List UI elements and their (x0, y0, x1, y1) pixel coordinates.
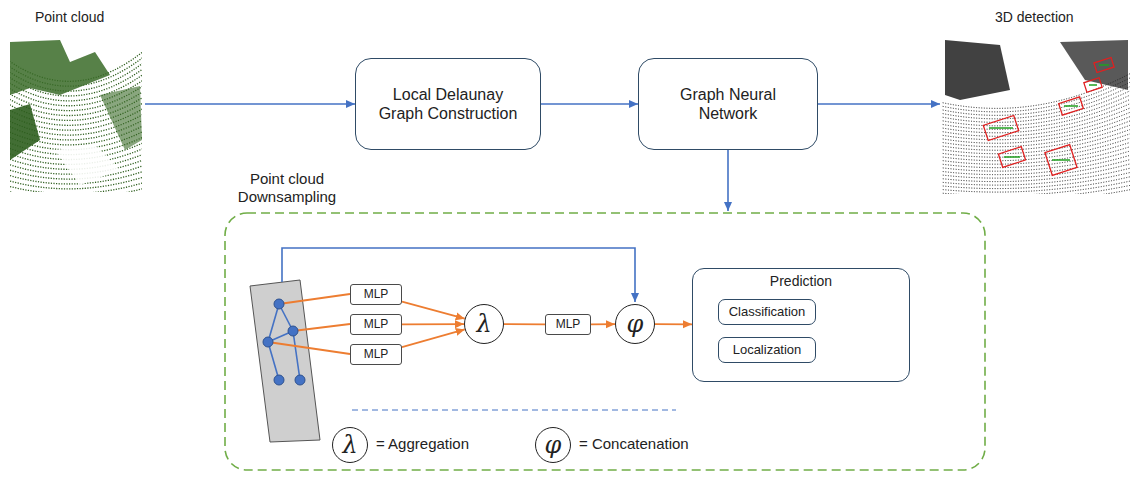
connector (402, 323, 464, 325)
heading-mark (1004, 156, 1020, 158)
connector (655, 323, 692, 325)
node-text: MLP (364, 287, 389, 301)
node-text: MLP (556, 317, 581, 331)
graph-illustration (250, 280, 350, 442)
scan-line (942, 167, 1130, 185)
scan-line (10, 187, 142, 192)
mlp-box: MLP (545, 314, 591, 335)
legend-text: = Aggregation (376, 435, 469, 453)
node-text: φ (545, 433, 562, 457)
edge-label: Point cloud Downsampling (229, 169, 345, 207)
scan-line (942, 189, 1130, 194)
scan-line (942, 128, 1130, 154)
scan-line (942, 132, 1130, 157)
scan-line (942, 180, 1130, 194)
task-box: Localization (718, 337, 816, 363)
legend-separator (352, 410, 676, 411)
scan-line (942, 176, 1130, 192)
connector (818, 103, 940, 105)
connector (402, 329, 465, 347)
operator-circle: λ (332, 427, 368, 463)
detection-box (1094, 57, 1114, 72)
heading-mark (1064, 105, 1078, 107)
scan-line (942, 110, 1130, 140)
scan-line (942, 115, 1130, 144)
image-panel: Point cloud (10, 5, 145, 195)
node-text: MLP (364, 317, 389, 331)
node-text: Local Delaunay Graph Construction (370, 85, 526, 123)
connector (402, 302, 465, 319)
detail-arrow (727, 150, 729, 211)
mlp-box: MLP (350, 344, 402, 365)
prediction-box: PredictionClassificationLocalization (692, 268, 910, 382)
connector (541, 103, 638, 105)
connector (591, 323, 615, 325)
skip-connection (282, 248, 635, 302)
gnn-detail-region (225, 213, 985, 470)
connector (504, 323, 545, 325)
building (1060, 40, 1128, 90)
detection-image (942, 40, 1130, 194)
heading-mark (1099, 64, 1109, 66)
node-text: Graph Neural Network (653, 85, 803, 123)
mlp-box: MLP (350, 284, 402, 305)
heading: 3D detection (995, 9, 1074, 26)
task-box: Classification (718, 299, 816, 325)
connector (145, 103, 355, 105)
scan-line (942, 141, 1130, 164)
scan-line (942, 119, 1130, 147)
node-text: φ (627, 312, 644, 336)
operator-circle: φ (535, 427, 571, 463)
scan-line (942, 149, 1130, 171)
scan-line (942, 106, 1130, 136)
node-text: MLP (364, 347, 389, 361)
detection-box (1084, 78, 1102, 92)
vegetation (100, 86, 142, 150)
heading-mark (989, 127, 1013, 129)
operator-circle: λ (464, 304, 504, 344)
scan-line (942, 97, 1130, 129)
process-box: Local Delaunay Graph Construction (355, 58, 541, 150)
process-box: Graph Neural Network (638, 58, 818, 150)
point-cloud-image (10, 40, 142, 192)
scan-line (942, 136, 1130, 160)
scan-line (942, 123, 1130, 150)
heading-mark (1089, 84, 1097, 86)
heading: Point cloud (35, 9, 104, 26)
scan-line (942, 102, 1130, 133)
scan-line (942, 184, 1130, 194)
scan-line (942, 154, 1130, 175)
node-text: λ (342, 433, 357, 457)
image-panel: 3D detection (940, 5, 1130, 195)
detection-box (1045, 145, 1077, 176)
vegetation (10, 104, 40, 160)
scan-line (942, 145, 1130, 168)
vegetation (10, 40, 110, 95)
heading-mark (1052, 159, 1070, 161)
legend-text: = Concatenation (579, 435, 689, 453)
node-text: Localization (733, 342, 802, 358)
scan-line (942, 171, 1130, 188)
node-text: Classification (729, 304, 806, 320)
scan-line (942, 158, 1130, 178)
mlp-box: MLP (350, 314, 402, 335)
detection-box (983, 115, 1018, 140)
shadow (55, 145, 120, 185)
detection-box (1059, 97, 1084, 115)
scan-line (10, 181, 142, 192)
heading: Prediction (693, 273, 909, 290)
building (945, 40, 1010, 100)
node-text: λ (476, 312, 491, 336)
operator-circle: φ (615, 304, 655, 344)
detection-box (998, 147, 1025, 168)
scan-line (942, 163, 1130, 182)
